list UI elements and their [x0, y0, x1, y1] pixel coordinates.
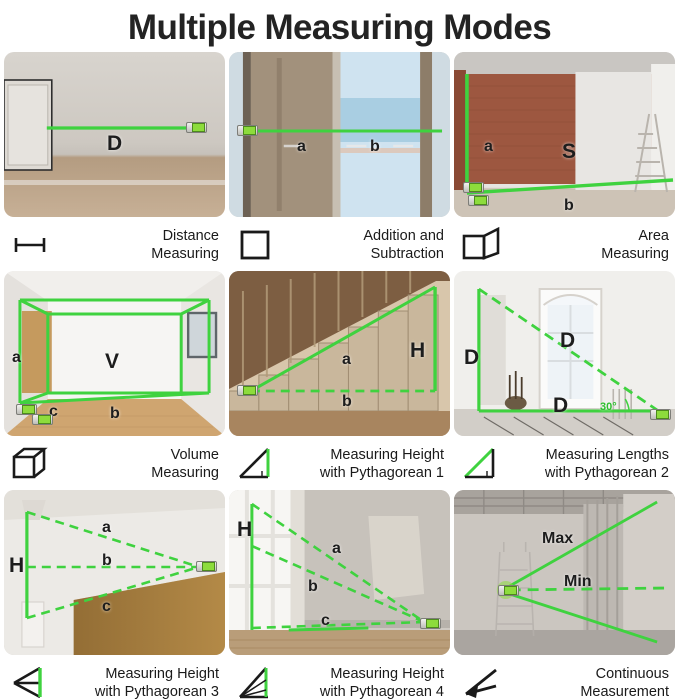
mode-card-area-measuring[interactable]: a S b Area Measuring — [454, 52, 675, 267]
laser-overlay — [229, 271, 450, 436]
laser-device — [650, 409, 671, 420]
photo-addition-and-subtraction: a b — [229, 52, 450, 217]
mode-card-measuring-lengths-pythagorean-2[interactable]: D D D 30° Measuring Lengths with — [454, 271, 675, 486]
mode-label-line2: with Pythagorean 3 — [94, 684, 219, 700]
triangle-rays-icon — [235, 664, 281, 700]
laser-device — [16, 404, 37, 415]
laser-overlay — [454, 490, 675, 655]
laser-device — [186, 122, 207, 133]
mode-label-line2: with Pythagorean 4 — [319, 684, 444, 700]
mode-label-line1: Distance — [162, 228, 219, 244]
caption-distance-measuring: Distance Measuring — [4, 217, 225, 267]
mode-label-line1: Measuring Height — [330, 447, 444, 463]
laser-overlay — [454, 271, 675, 436]
mode-label-line2: Subtraction — [370, 246, 444, 262]
laser-device — [463, 182, 484, 193]
laser-device — [420, 618, 441, 629]
mode-label: Volume Measuring — [56, 446, 219, 482]
mode-label: Distance Measuring — [56, 227, 219, 263]
mode-label-line1: Measuring Lengths — [545, 447, 669, 463]
photo-continuous-measurement: Max Min — [454, 490, 675, 655]
mode-label-line1: Addition and — [363, 228, 444, 244]
mode-label: Addition and Subtraction — [281, 227, 444, 263]
laser-device — [498, 585, 519, 596]
page-title: Multiple Measuring Modes — [127, 8, 552, 47]
caption-pythagorean-3: Measuring Height with Pythagorean 3 — [4, 655, 225, 700]
mode-label-line2: Measuring — [151, 465, 219, 481]
square-icon — [235, 226, 281, 264]
photo-distance-measuring: D — [4, 52, 225, 217]
caption-continuous-measurement: Continuous Measurement — [454, 655, 675, 700]
caption-pythagorean-2: Measuring Lengths with Pythagorean 2 — [454, 436, 675, 486]
photo-pythagorean-1: a b H — [229, 271, 450, 436]
laser-device — [196, 561, 217, 572]
mode-label-line2: Measuring — [151, 246, 219, 262]
laser-overlay — [229, 490, 450, 655]
open-panel-icon — [460, 226, 506, 264]
mode-label-line1: Measuring Height — [105, 666, 219, 682]
caption-pythagorean-4: Measuring Height with Pythagorean 4 — [229, 655, 450, 700]
laser-overlay — [229, 52, 450, 217]
mode-label-line1: Continuous — [595, 666, 669, 682]
distance-line-icon — [10, 226, 56, 264]
laser-device-secondary — [468, 195, 489, 206]
mode-label: Continuous Measurement — [506, 665, 669, 700]
laser-device — [237, 125, 258, 136]
mode-label-line2: Measuring — [601, 246, 669, 262]
modes-grid: D Distance Measuring — [0, 50, 679, 700]
right-triangle-2-icon — [460, 445, 506, 483]
caption-volume-measuring: Volume Measuring — [4, 436, 225, 486]
caption-pythagorean-1: Measuring Height with Pythagorean 1 — [229, 436, 450, 486]
photo-area-measuring: a S b — [454, 52, 675, 217]
mode-label: Area Measuring — [506, 227, 669, 263]
mode-card-continuous-measurement[interactable]: Max Min Continuous Measurement — [454, 490, 675, 700]
mode-card-volume-measuring[interactable]: a c V b Volume Measuring — [4, 271, 225, 486]
caption-area-measuring: Area Measuring — [454, 217, 675, 267]
photo-volume-measuring: a c V b — [4, 271, 225, 436]
mode-card-addition-and-subtraction[interactable]: a b Addition and Subtraction — [229, 52, 450, 267]
mode-label-line1: Measuring Height — [330, 666, 444, 682]
mode-card-measuring-height-pythagorean-4[interactable]: H a b c Measuring Height with Py — [229, 490, 450, 700]
mode-label: Measuring Height with Pythagorean 3 — [56, 665, 219, 700]
laser-overlay — [4, 79, 225, 185]
mode-card-measuring-height-pythagorean-3[interactable]: H a b c Measuring Height with Pythagorea… — [4, 490, 225, 700]
mode-label: Measuring Lengths with Pythagorean 2 — [506, 446, 669, 482]
laser-overlay — [454, 52, 675, 217]
mode-label-line2: with Pythagorean 2 — [544, 465, 669, 481]
laser-device-secondary — [32, 414, 53, 425]
right-triangle-1-icon — [235, 445, 281, 483]
mode-card-distance-measuring[interactable]: D Distance Measuring — [4, 52, 225, 267]
mode-label: Measuring Height with Pythagorean 1 — [281, 446, 444, 482]
left-arrow-triangle-icon — [10, 664, 56, 700]
laser-overlay — [4, 271, 225, 436]
mode-label-line1: Area — [638, 228, 669, 244]
mode-label-line2: with Pythagorean 1 — [319, 465, 444, 481]
mode-card-measuring-height-pythagorean-1[interactable]: a b H Measuring Height with Pythagorean — [229, 271, 450, 486]
photo-pythagorean-2: D D D 30° — [454, 271, 675, 436]
mode-label-line2: Measurement — [580, 684, 669, 700]
laser-overlay — [4, 490, 225, 655]
cube-icon — [10, 445, 56, 483]
mode-label-line1: Volume — [170, 447, 219, 463]
laser-device — [237, 385, 258, 396]
photo-pythagorean-3: H a b c — [4, 490, 225, 655]
mode-label: Measuring Height with Pythagorean 4 — [281, 665, 444, 700]
photo-pythagorean-4: H a b c — [229, 490, 450, 655]
caption-addition-and-subtraction: Addition and Subtraction — [229, 217, 450, 267]
angle-arrow-icon — [460, 664, 506, 700]
